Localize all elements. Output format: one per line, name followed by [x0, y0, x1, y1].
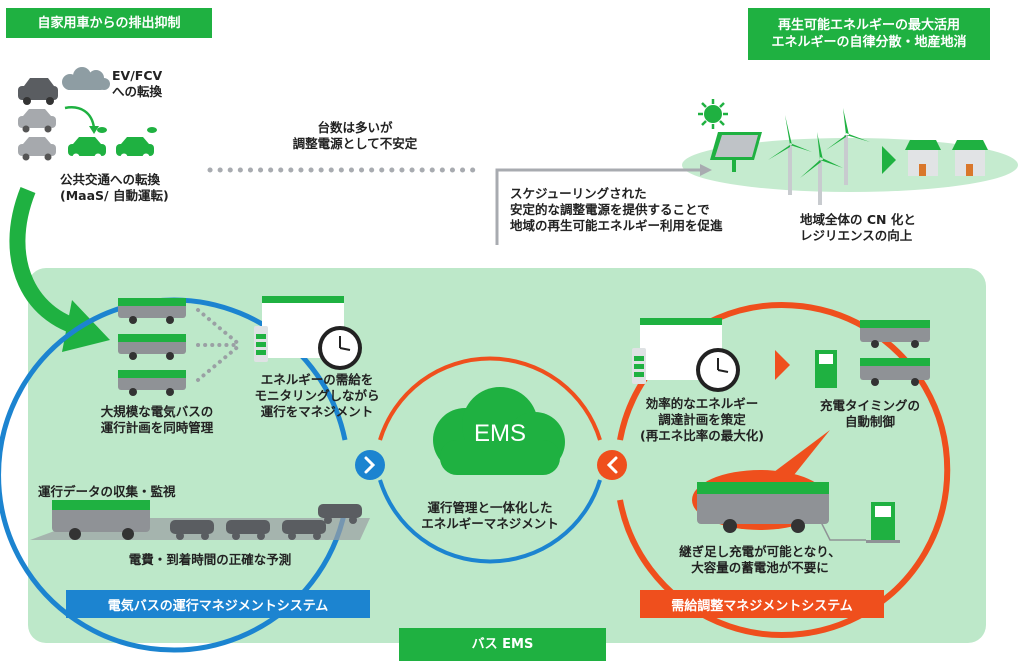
- public-transit-label: 公共交通への転換 (MaaS/ 自動運転): [60, 172, 169, 203]
- conversion-arrow: [64, 106, 96, 129]
- bus-operation-system-label: 電気バスの運行マネジメントシステム: [66, 590, 370, 618]
- wind-turbine-icon: [788, 135, 848, 205]
- ems-cloud-icon: [433, 387, 565, 475]
- battery-icon: [632, 348, 646, 384]
- procurement-label: 効率的なエネルギー 調達計画を策定 (再エネ比率の最大化): [640, 396, 764, 443]
- energy-monitoring-label: エネルギーの需給を モニタリングしながら 運行をマネジメント: [254, 372, 380, 419]
- clock-icon: [318, 326, 362, 370]
- charging-station-icon: [866, 502, 900, 543]
- traffic-car-icon: [170, 504, 362, 540]
- ev-car-icon: [68, 127, 107, 161]
- bus-ems-label: バス EMS: [399, 628, 606, 661]
- sun-icon: [698, 99, 728, 129]
- carbon-neutral-label: 地域全体の CN 化と レジリエンスの向上: [800, 212, 916, 243]
- gasoline-car-icon: [18, 78, 58, 105]
- chevron-right-icon: [355, 450, 385, 480]
- scheduled-connector: [495, 168, 700, 245]
- bus-fleet-icon: [118, 298, 186, 396]
- gray-car-icon: [18, 109, 56, 133]
- gray-car-icon: [18, 137, 56, 161]
- house-icon: [905, 140, 941, 176]
- ems-title: EMS: [473, 420, 526, 447]
- house-icon: [952, 140, 988, 176]
- renewable-energy-tag: 再生可能エネルギーの最大活用 エネルギーの自律分散・地産地消: [748, 8, 990, 60]
- clock-icon: [696, 348, 740, 392]
- turbine-blades-2: [800, 132, 843, 178]
- arrow-right-icon: [775, 350, 790, 380]
- exhaust-cloud-icon: [62, 67, 110, 90]
- center-ring-top: [378, 356, 602, 441]
- electric-bus-icon: [697, 482, 829, 533]
- private-car-emission-tag: 自家用車からの排出抑制: [6, 8, 212, 38]
- charging-station-icon: [815, 350, 837, 388]
- ev-car-icon: [116, 127, 157, 161]
- turbine-blades-1: [768, 115, 812, 160]
- ev-conversion-label: EV/FCV への転換: [112, 68, 163, 99]
- dotted-converge-lines: [196, 308, 242, 382]
- left-circle-ring: [0, 297, 348, 653]
- solar-panel-icon: [710, 132, 762, 172]
- scheduled-supply-label: スケジューリングされた 安定的な調整電源を提供することで 地域の再生可能エネルギ…: [510, 186, 723, 233]
- data-collection-label: 運行データの収集・監視: [38, 484, 176, 499]
- battery-icon: [254, 326, 268, 362]
- charging-control-label: 充電タイミングの 自動制御: [819, 398, 920, 429]
- arrow-right-icon: [882, 146, 896, 174]
- supply-demand-system-label: 需給調整マネジメントシステム: [640, 590, 884, 618]
- charging-cable: [819, 519, 866, 541]
- bus-plan-label: 大規模な電気バスの 運行計画を同時管理: [100, 404, 214, 435]
- top-up-charging-label: 継ぎ足し充電が可能となり、 大容量の蓄電池が不要に: [679, 544, 841, 575]
- bus-fleet-icon: [860, 320, 930, 386]
- chevron-left-icon: [597, 450, 627, 480]
- electric-bus-icon: [52, 500, 150, 540]
- prediction-label: 電費・到着時間の正確な予測: [128, 552, 292, 567]
- arrow-head-icon: [700, 164, 712, 176]
- center-ring-bottom: [378, 479, 602, 564]
- unstable-supply-label: 台数は多いが 調整電源として不安定: [292, 120, 418, 151]
- ems-description: 運行管理と一体化した エネルギーマネジメント: [421, 500, 559, 531]
